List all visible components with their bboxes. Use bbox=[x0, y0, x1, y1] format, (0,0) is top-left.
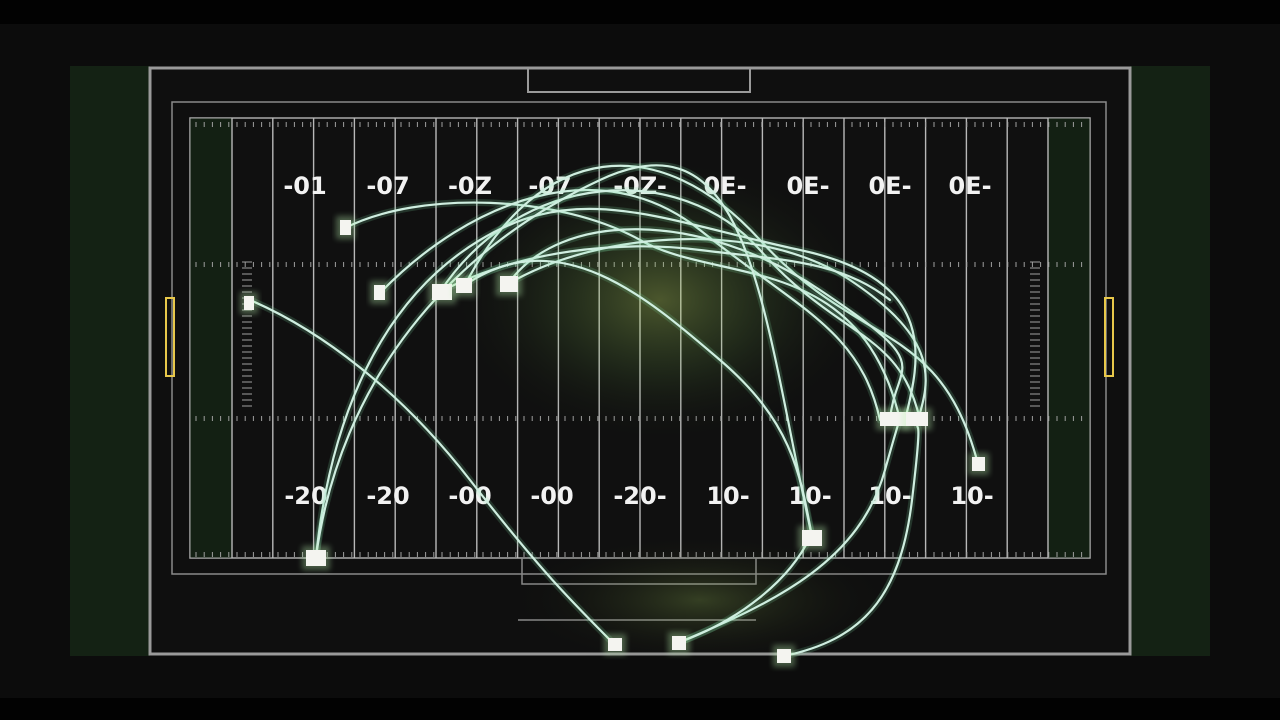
player-marker bbox=[456, 278, 472, 293]
bottom-yard-numbers: -20 -20 -00 -00 -20- 10- 10- 10- 10- bbox=[284, 482, 993, 510]
yard-number: -20 bbox=[284, 482, 327, 510]
letterbox-top bbox=[0, 0, 1280, 24]
player-marker bbox=[432, 284, 452, 300]
player-marker bbox=[906, 412, 928, 426]
yard-number: -00 bbox=[530, 482, 573, 510]
yard-number: -0Z bbox=[448, 172, 492, 200]
route-line bbox=[343, 201, 902, 422]
left-sideline-area bbox=[70, 66, 150, 656]
center-glow bbox=[440, 150, 880, 450]
right-end-zone bbox=[1047, 117, 1091, 559]
route-line bbox=[506, 238, 927, 422]
route-line bbox=[506, 228, 904, 422]
letterbox-bottom bbox=[0, 698, 1280, 720]
yard-number: -00 bbox=[448, 482, 491, 510]
player-marker bbox=[306, 550, 326, 566]
yard-number: 0E- bbox=[786, 172, 829, 200]
left-end-zone bbox=[189, 117, 233, 559]
bottom-glow bbox=[500, 530, 900, 670]
yard-number: -01 bbox=[283, 172, 326, 200]
yard-number: 0E- bbox=[948, 172, 991, 200]
route-line bbox=[314, 207, 917, 559]
left-goalpost bbox=[165, 297, 175, 377]
yard-number: 10- bbox=[950, 482, 993, 510]
player-marker bbox=[244, 296, 254, 310]
right-sideline-area bbox=[1130, 66, 1210, 656]
yard-number: -20- bbox=[613, 482, 666, 510]
route-line bbox=[314, 164, 814, 559]
yard-number: 10- bbox=[788, 482, 831, 510]
route-line bbox=[678, 535, 812, 644]
player-marker bbox=[374, 285, 385, 300]
right-goalpost bbox=[1104, 297, 1114, 377]
yard-number: -0Z- bbox=[613, 172, 667, 200]
player-marker bbox=[608, 638, 622, 651]
yard-number: -07 bbox=[366, 172, 409, 200]
player-marker bbox=[880, 412, 906, 426]
player-marker bbox=[672, 636, 686, 650]
route-line bbox=[248, 298, 617, 647]
yard-number: 0E- bbox=[868, 172, 911, 200]
route-line bbox=[463, 259, 814, 539]
player-markers bbox=[240, 216, 989, 667]
player-marker bbox=[777, 649, 791, 663]
player-marker bbox=[340, 220, 351, 235]
top-box bbox=[527, 67, 751, 93]
player-marker bbox=[802, 530, 822, 546]
yard-number: 10- bbox=[706, 482, 749, 510]
player-marker bbox=[500, 276, 518, 292]
yard-number: -20 bbox=[366, 482, 409, 510]
player-marker bbox=[972, 457, 985, 471]
top-yard-numbers: -01 -07 -0Z -07 -0Z- 0E- 0E- 0E- 0E- bbox=[283, 172, 991, 200]
